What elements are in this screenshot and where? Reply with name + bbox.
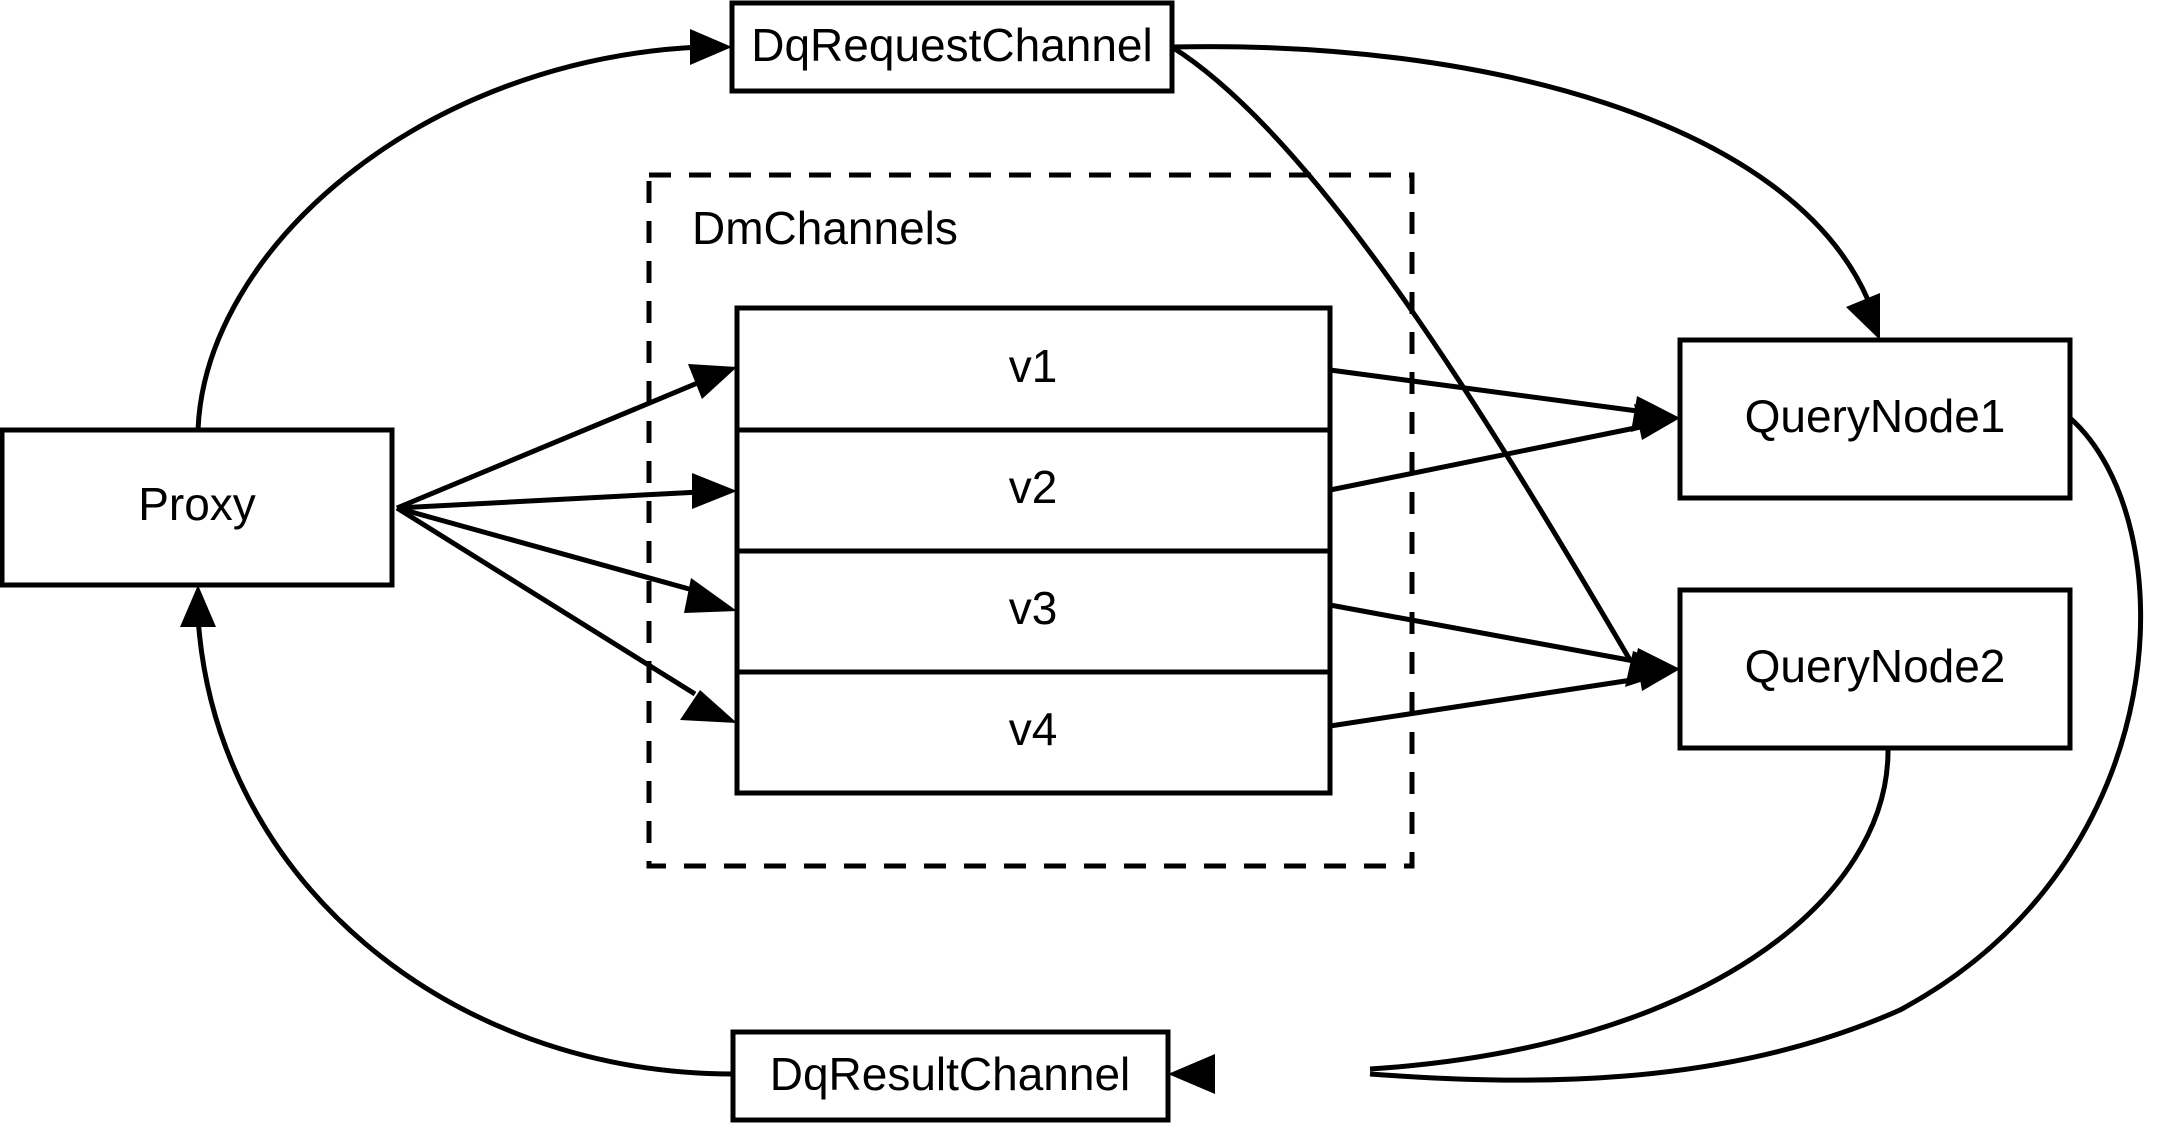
edge-path-dqresult-proxy [195,616,734,1077]
vchannel-row-v2-label[interactable]: v2 [1009,461,1058,513]
arrowhead-into-query-node-2-from-v4 [1636,655,1680,691]
edge-path-v3-qn2 [1329,602,1646,666]
edge-path-v1-qn1 [1329,367,1646,415]
arrowhead-into-v2 [692,473,737,509]
node-proxy-box[interactable] [0,427,395,588]
node-dq-result-channel[interactable]: DqResultChannel [730,1029,1171,1123]
vchannel-row-v1-label[interactable]: v1 [1009,340,1058,392]
edge-path-dqrequest-qn1 [1171,44,1871,301]
edge-path-proxy-v3 [396,505,701,595]
edge-path-v4-qn2 [1329,675,1646,729]
node-dq-result-channel-label: DqResultChannel [770,1048,1131,1100]
edge-dq-request-channel-to-query-node-1 [1171,44,1880,340]
node-query-node-1-label: QueryNode1 [1745,390,2006,442]
node-query-node-1[interactable]: QueryNode1 [1677,337,2073,501]
edge-dq-result-channel-to-proxy [180,585,734,1077]
arrowhead-into-v3 [684,578,737,613]
edge-path-qn2-dqresult [1369,747,1891,1072]
arrowhead-into-query-node-1-from-v2 [1634,404,1680,440]
edge-path-dqrequest-qn2 [1170,44,1633,662]
arrowhead-into-query-node-1-top [1846,293,1880,340]
edge-proxy-to-v2 [396,473,737,511]
edge-proxy-to-v3 [396,505,737,613]
node-dq-request-channel[interactable]: DqRequestChannel [729,0,1175,94]
arrowhead-into-dq-request-channel [690,29,732,65]
node-query-node-1-box[interactable] [1677,337,2073,501]
vchannel-row-v4-label[interactable]: v4 [1009,703,1058,755]
edge-path-proxy-v2 [396,489,701,511]
node-query-node-2[interactable]: QueryNode2 [1677,587,2073,751]
vchannel-row-v3-label[interactable]: v3 [1009,582,1058,634]
node-query-node-2-box[interactable] [1677,587,2073,751]
edge-v3-to-query-node-2 [1329,602,1680,684]
arrowhead-into-proxy [180,585,216,627]
dm-channels-group: DmChannels [646,172,1415,869]
edge-v2-to-query-node-1 [1329,404,1680,493]
edge-v4-to-query-node-2 [1329,655,1680,729]
arrowhead-into-dq-result-channel [1168,1054,1215,1094]
edge-path-proxy-v4 [395,505,697,697]
node-dq-request-channel-box[interactable] [729,0,1175,94]
arrowhead-into-v4 [680,690,737,723]
edge-path-proxy-v1 [396,379,701,511]
edge-path-qn1-dqresult [1369,416,2144,1083]
edge-query-node-1-to-dq-result-channel [1369,416,2144,1083]
arrowhead-into-v1 [688,364,737,399]
node-query-node-2-label: QueryNode2 [1745,640,2006,692]
edge-path-proxy-dqrequest [195,44,701,431]
dm-channels-label: DmChannels [692,202,958,254]
node-proxy[interactable]: Proxy [0,427,395,588]
dm-channels-dashed-border [646,172,1415,869]
node-dq-result-channel-box[interactable] [730,1029,1171,1123]
edge-path-v2-qn1 [1329,423,1646,493]
edge-proxy-to-dq-request-channel [195,29,732,431]
edge-proxy-to-v1 [396,364,737,511]
edge-query-node-2-to-dq-result-channel [1369,747,1891,1072]
node-proxy-label: Proxy [138,478,256,530]
vchannel-stack[interactable]: v1 v2 v3 v4 [734,305,1333,796]
edge-v1-to-query-node-1 [1329,367,1680,432]
edge-proxy-to-v4 [395,505,737,723]
node-dq-request-channel-label: DqRequestChannel [751,19,1153,71]
